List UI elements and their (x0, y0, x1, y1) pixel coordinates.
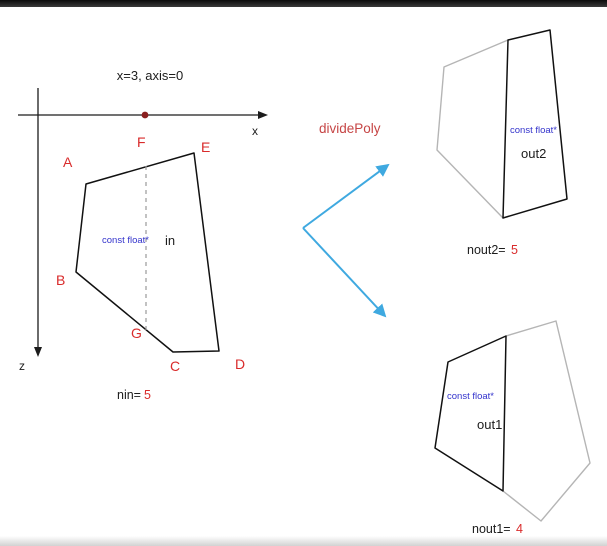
division-point-dot (141, 111, 149, 119)
vertex-label-f: F (137, 134, 146, 150)
coordinate-axes: x=3, axis=0 x z (18, 68, 268, 373)
bottom-fade-bar (0, 536, 607, 546)
out2-pointer-type-label: const float* (510, 125, 557, 136)
vertex-label-c: C (170, 358, 180, 374)
axis-equation-label: x=3, axis=0 (117, 68, 184, 83)
out2-polygon-name: out2 (521, 146, 546, 161)
out2-ghost-outline (436, 39, 509, 219)
out1-pointer-type-label: const float* (447, 391, 494, 402)
nout2-count-label: nout2= (467, 243, 506, 257)
out1-polygon-name: out1 (477, 417, 502, 432)
vertex-label-b: B (56, 272, 65, 288)
arrow-to-out2-icon (302, 163, 390, 229)
z-axis-label: z (19, 359, 25, 373)
out2-polygon-outline (502, 29, 568, 219)
divide-poly-group: dividePoly (302, 121, 390, 318)
nout1-count-value: 4 (516, 522, 523, 536)
nin-count-label: nin= (117, 388, 141, 402)
vertex-label-d: D (235, 356, 245, 372)
out1-ghost-outline (502, 320, 591, 522)
nin-count-value: 5 (144, 388, 151, 402)
z-axis-arrowhead-icon (34, 347, 42, 357)
input-polygon-name: in (165, 233, 175, 248)
x-axis-label: x (252, 124, 258, 138)
vertex-label-g: G (131, 325, 142, 341)
input-polygon-outline (75, 152, 220, 353)
arrow-to-out1-icon (302, 227, 387, 318)
input-polygon-group: A B C D E F G const float* in nin= 5 (56, 134, 245, 402)
nout2-count-value: 5 (511, 243, 518, 257)
vertex-label-a: A (63, 154, 73, 170)
divide-poly-label: dividePoly (319, 121, 381, 136)
nout1-count-label: nout1= (472, 522, 511, 536)
vertex-label-e: E (201, 139, 210, 155)
x-axis-arrowhead-icon (258, 111, 268, 119)
input-pointer-type-label: const float* (102, 235, 149, 246)
out1-polygon-outline (434, 335, 507, 492)
out1-polygon-group: const float* out1 nout1= 4 (434, 320, 591, 536)
top-edge-bar (0, 0, 607, 7)
out2-polygon-group: const float* out2 nout2= 5 (436, 29, 568, 257)
